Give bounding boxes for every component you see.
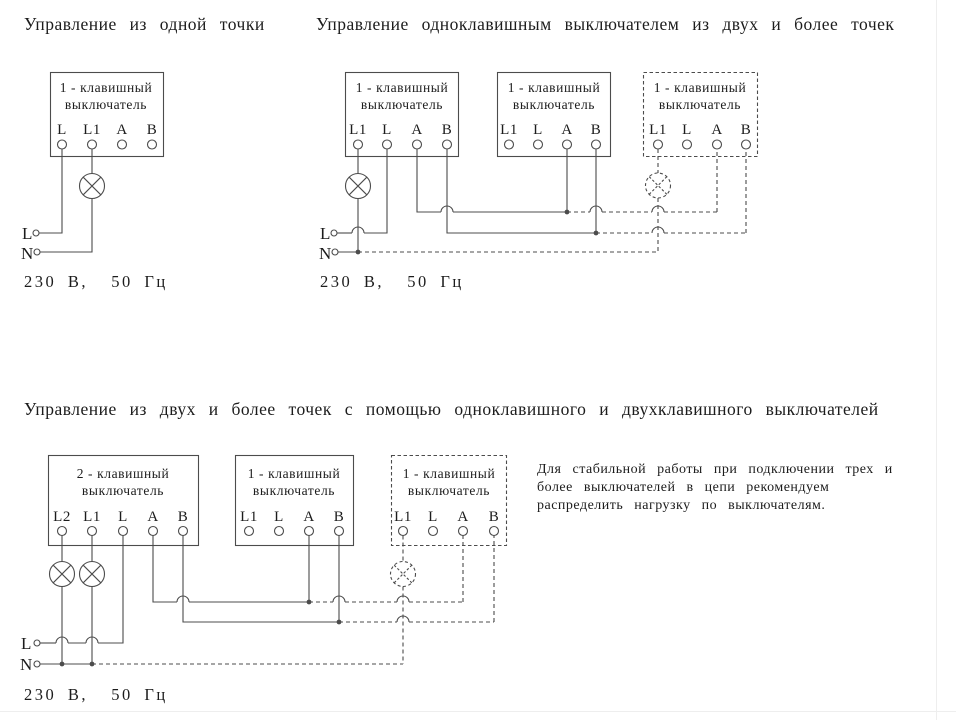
terminal-label: L bbox=[682, 122, 692, 138]
wires-solid bbox=[337, 149, 665, 253]
terminal-label: L bbox=[533, 122, 543, 138]
terminal-label: A bbox=[561, 122, 573, 138]
phase-label: L bbox=[320, 224, 331, 243]
page-edge-right bbox=[936, 0, 937, 720]
phase-label: L bbox=[22, 224, 33, 243]
terminal-label: L1 bbox=[649, 122, 667, 138]
supply-terminal-circles bbox=[330, 229, 339, 256]
switch-box-1 bbox=[344, 71, 460, 158]
lamp-icon bbox=[78, 172, 106, 200]
terminal-label: B bbox=[740, 122, 752, 138]
terminal-label: B bbox=[333, 509, 345, 525]
switch-label-line1: 1 - клавишный bbox=[59, 80, 153, 95]
switch-box-2 bbox=[234, 454, 355, 547]
supply-rating: 230 В, 50 Гц bbox=[24, 272, 168, 291]
note-line: Для стабильной работы при подключении тр… bbox=[537, 462, 893, 477]
terminal-label: L bbox=[274, 509, 284, 525]
diagram1-title: Управление из одной точки bbox=[24, 14, 265, 34]
switch-label-line1: 2 - клавишный bbox=[76, 466, 170, 481]
switch-label-line1: 1 - клавишный bbox=[507, 80, 601, 95]
junction-dots bbox=[59, 599, 342, 667]
terminal-circles bbox=[352, 139, 752, 150]
switch-label-line1: 1 - клавишный bbox=[355, 80, 449, 95]
terminal-label: L2 bbox=[53, 509, 71, 525]
optional-lamp-icon bbox=[389, 560, 417, 588]
terminal-circles bbox=[56, 139, 158, 150]
terminal-label: A bbox=[711, 122, 723, 138]
switch-label-line1: 1 - клавишный bbox=[247, 466, 341, 481]
wires-dashed bbox=[92, 535, 495, 665]
neutral-label: N bbox=[20, 655, 33, 674]
terminal-label: B bbox=[590, 122, 602, 138]
neutral-label: N bbox=[319, 244, 332, 263]
switch-box bbox=[49, 71, 165, 158]
diagram3-title: Управление из двух и более точек с помощ… bbox=[24, 399, 879, 419]
switch-label-line1: 1 - клавишный bbox=[402, 466, 496, 481]
switch-label-line2: выключатель bbox=[64, 97, 148, 112]
switch-label-line2: выключатель bbox=[360, 97, 444, 112]
terminal-label: A bbox=[116, 122, 128, 138]
switch-label-line1: 1 - клавишный bbox=[653, 80, 747, 95]
supply-terminal-circles bbox=[33, 639, 41, 668]
lamp-icon bbox=[344, 172, 372, 200]
switch-label-line2: выключатель bbox=[512, 97, 596, 112]
page-edge-bottom bbox=[0, 711, 956, 712]
terminal-label: A bbox=[303, 509, 315, 525]
terminal-label: B bbox=[146, 122, 158, 138]
wires-dashed bbox=[358, 149, 747, 253]
note-line: распределить нагрузку по выключателям. bbox=[537, 498, 826, 513]
terminal-label: L1 bbox=[240, 509, 258, 525]
lamp-icon bbox=[48, 560, 76, 588]
terminal-label: L1 bbox=[500, 122, 518, 138]
wires-group bbox=[39, 149, 93, 253]
supply-terminal-circles bbox=[32, 229, 41, 256]
terminal-label: L1 bbox=[394, 509, 412, 525]
diagram-single-point bbox=[32, 71, 165, 256]
terminal-label: A bbox=[457, 509, 469, 525]
terminal-label: L bbox=[118, 509, 128, 525]
switch-label-line2: выключатель bbox=[658, 97, 742, 112]
terminal-label: L1 bbox=[349, 122, 367, 138]
terminal-label: A bbox=[147, 509, 159, 525]
terminal-label: B bbox=[441, 122, 453, 138]
optional-switch-box bbox=[390, 454, 508, 547]
terminal-label: B bbox=[177, 509, 189, 525]
terminal-label: L bbox=[428, 509, 438, 525]
lamp-icon bbox=[78, 560, 106, 588]
terminal-label: L1 bbox=[83, 509, 101, 525]
junction-dots bbox=[355, 209, 599, 255]
note-line: более выключателей в цепи рекомендуем bbox=[537, 480, 830, 495]
supply-rating: 230 В, 50 Гц bbox=[320, 272, 464, 291]
terminal-label: L bbox=[57, 122, 67, 138]
diagram2-title: Управление одноклавишным выключателем из… bbox=[316, 14, 895, 34]
diagram-mixed bbox=[33, 454, 508, 668]
terminal-label: B bbox=[488, 509, 500, 525]
terminal-label: L bbox=[382, 122, 392, 138]
optional-switch-box bbox=[642, 71, 759, 158]
wires-solid bbox=[40, 535, 410, 665]
optional-lamp-icon bbox=[644, 172, 672, 199]
neutral-label: N bbox=[21, 244, 34, 263]
supply-rating: 230 В, 50 Гц bbox=[24, 685, 168, 704]
switch-box-2 bbox=[496, 71, 612, 158]
switch-label-line2: выключатель bbox=[81, 483, 165, 498]
phase-label: L bbox=[21, 634, 32, 653]
switch-label-line2: выключатель bbox=[407, 483, 491, 498]
diagram-multi-point bbox=[330, 71, 759, 256]
switch-label-line2: выключатель bbox=[252, 483, 336, 498]
terminal-circles bbox=[56, 525, 500, 537]
terminal-label: L1 bbox=[83, 122, 101, 138]
terminal-label: A bbox=[411, 122, 423, 138]
